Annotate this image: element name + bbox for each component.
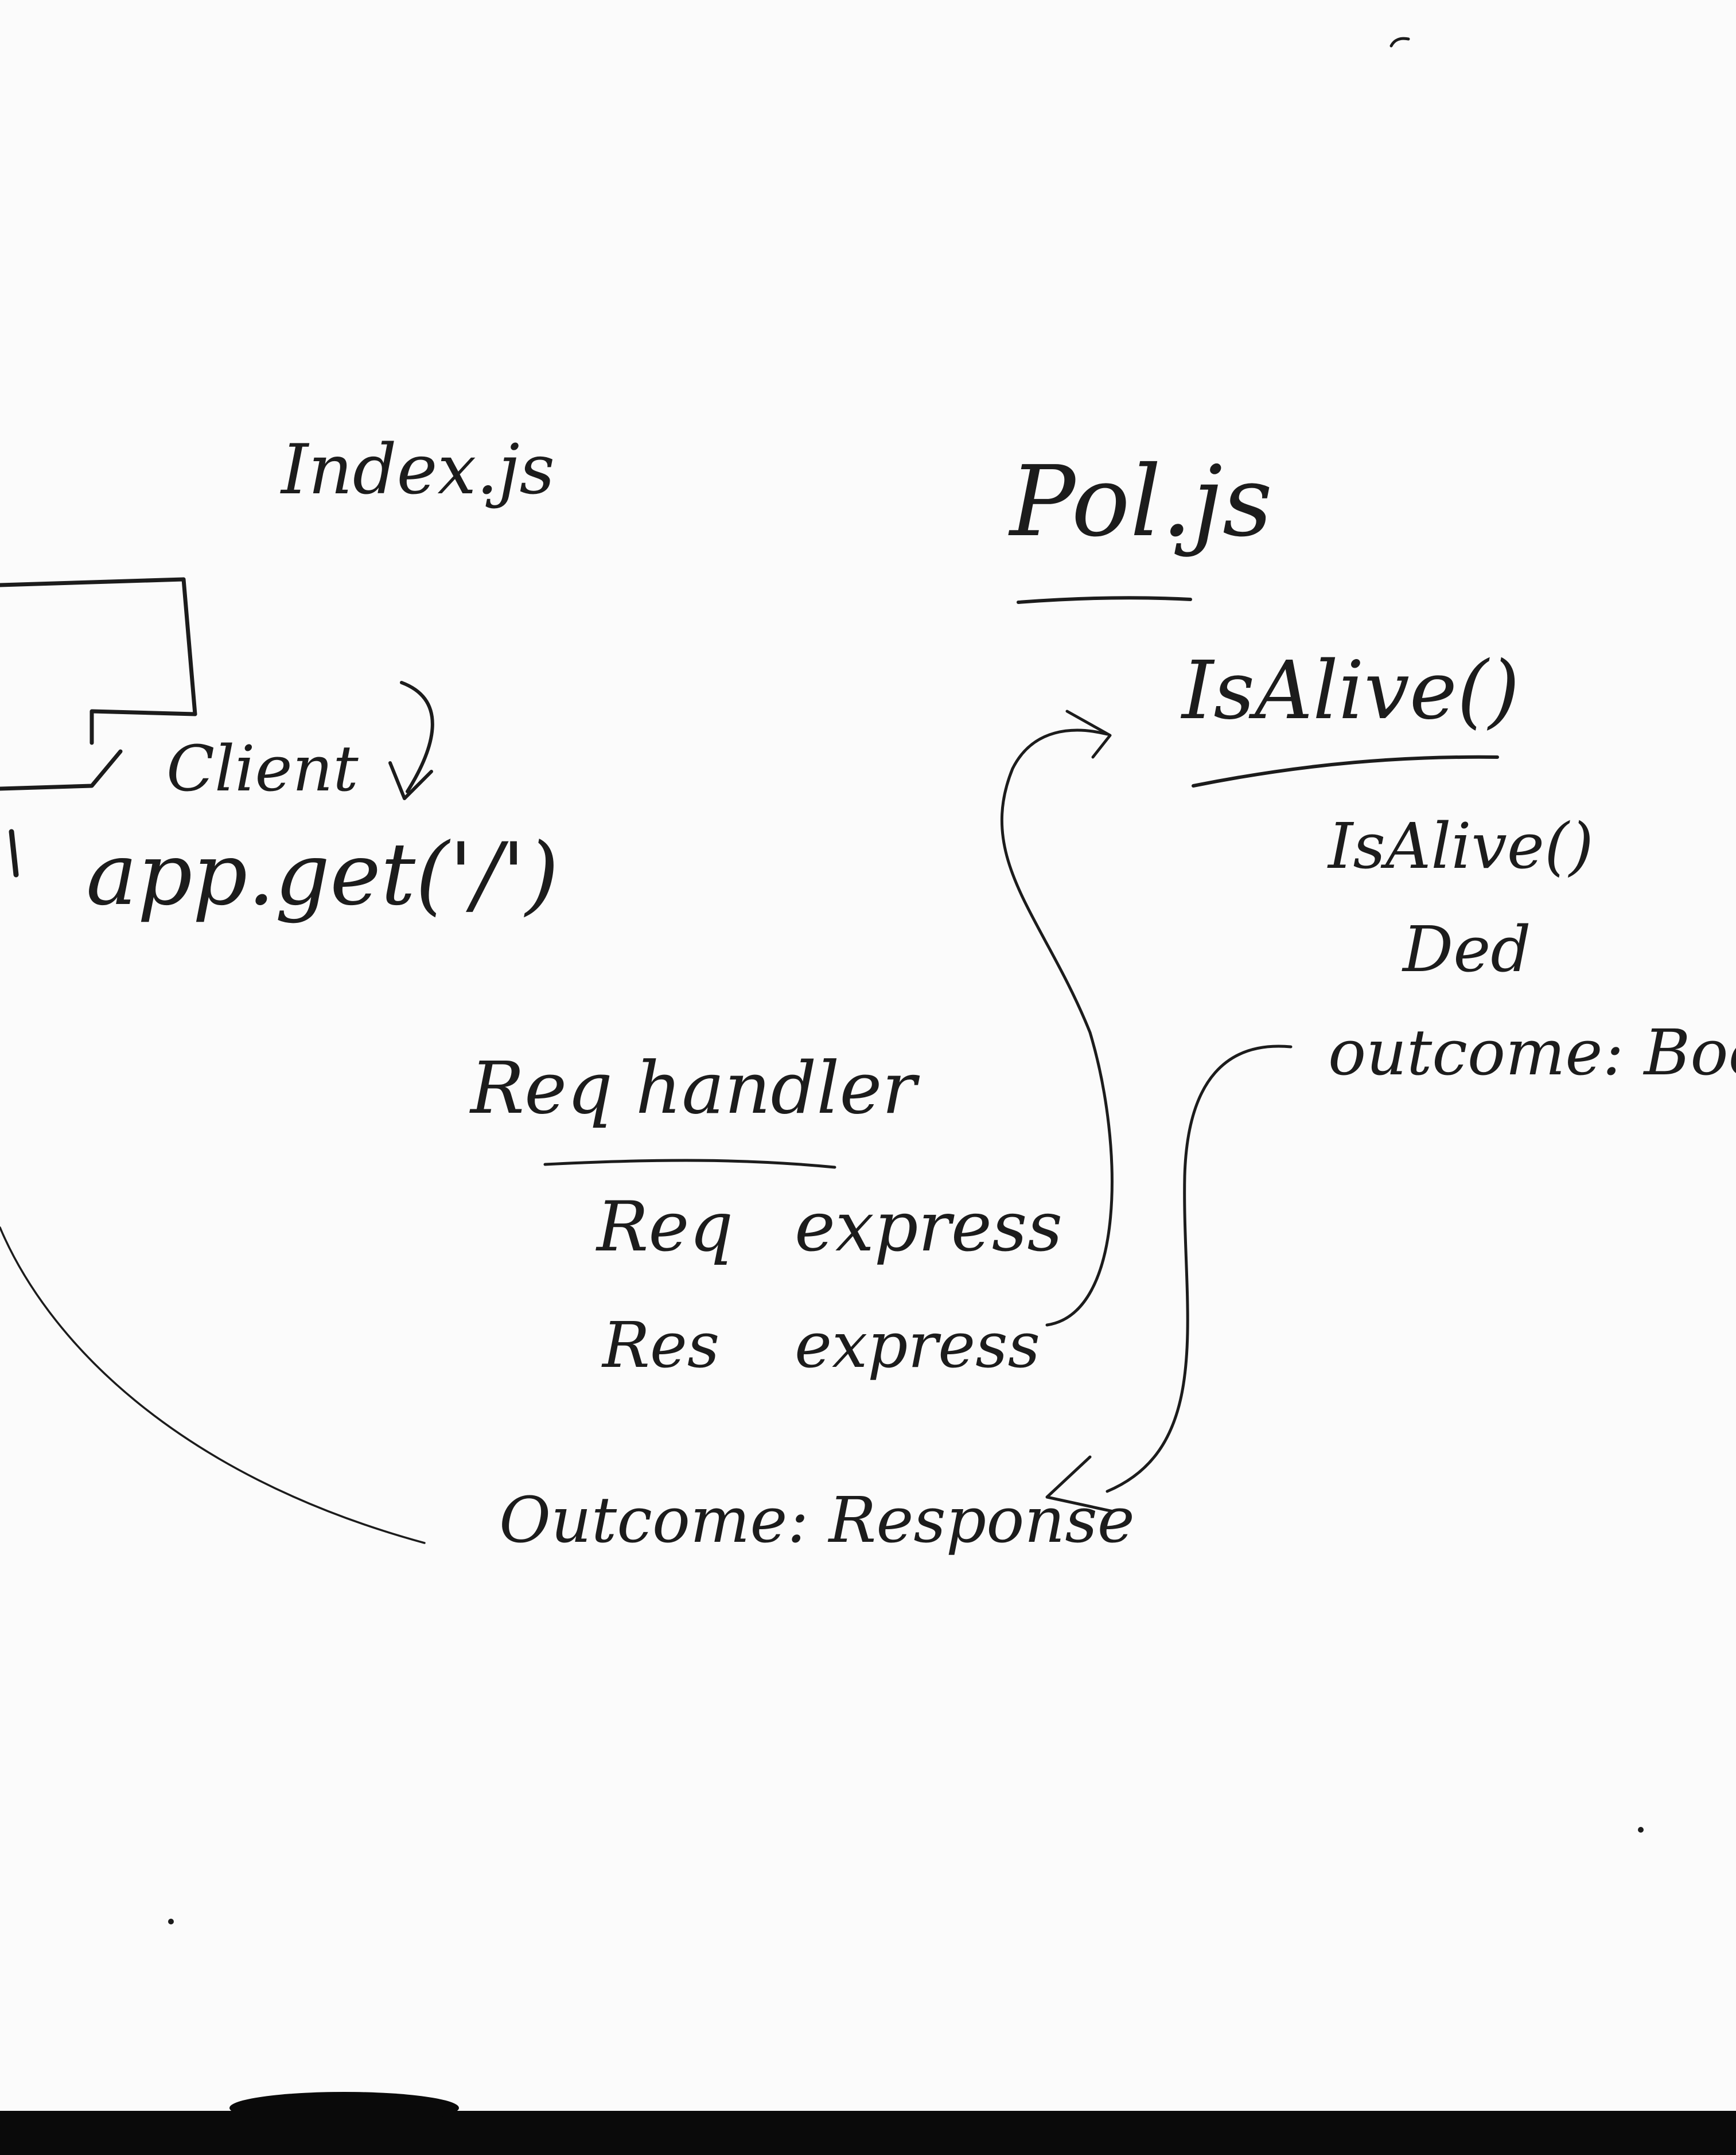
isalive-sub-label: IsAlive() bbox=[1328, 809, 1594, 883]
pol-js-label: Pol.js bbox=[1010, 445, 1273, 559]
stray-dot-right bbox=[1638, 1827, 1644, 1833]
req-handler-label: Req handler bbox=[470, 1047, 917, 1130]
index-js-label: Index.js bbox=[281, 430, 555, 510]
express-to-isalive-curve bbox=[1000, 728, 1114, 1327]
bracket-vertical bbox=[181, 577, 197, 716]
req-label: Req bbox=[597, 1187, 734, 1267]
res-label: Res bbox=[602, 1308, 720, 1382]
ded-label: Ded bbox=[1403, 913, 1531, 986]
client-curved-arrow bbox=[400, 681, 434, 793]
pol-js-underline bbox=[1017, 596, 1192, 604]
outcome-response-label: Outcome: Response bbox=[499, 1483, 1135, 1557]
client-label: Client bbox=[166, 732, 359, 805]
app-get-label: app.get('/') bbox=[86, 825, 559, 925]
left-return-arc bbox=[0, 1226, 426, 1544]
isalive-arrowhead bbox=[1065, 710, 1112, 759]
isalive-heading: IsAlive() bbox=[1182, 644, 1520, 738]
outcome-boole-label: outcome: Boole bbox=[1328, 1016, 1736, 1089]
boole-to-response-curve bbox=[1106, 1045, 1293, 1493]
req-type-express: express bbox=[795, 1187, 1063, 1267]
client-arrowhead bbox=[388, 761, 433, 800]
response-arrowhead bbox=[1045, 1455, 1115, 1513]
stray-dot-left bbox=[168, 1919, 174, 1924]
app-get-tick bbox=[9, 829, 19, 878]
req-handler-underline bbox=[543, 1159, 836, 1169]
marker-tray bbox=[229, 2092, 459, 2124]
client-lead-line bbox=[0, 749, 123, 791]
res-type-express: express bbox=[795, 1308, 1041, 1382]
bracket-top-line bbox=[0, 577, 186, 587]
isalive-underline bbox=[1192, 755, 1499, 788]
bracket-step bbox=[89, 709, 197, 745]
stray-mark-top-right bbox=[1389, 37, 1410, 48]
